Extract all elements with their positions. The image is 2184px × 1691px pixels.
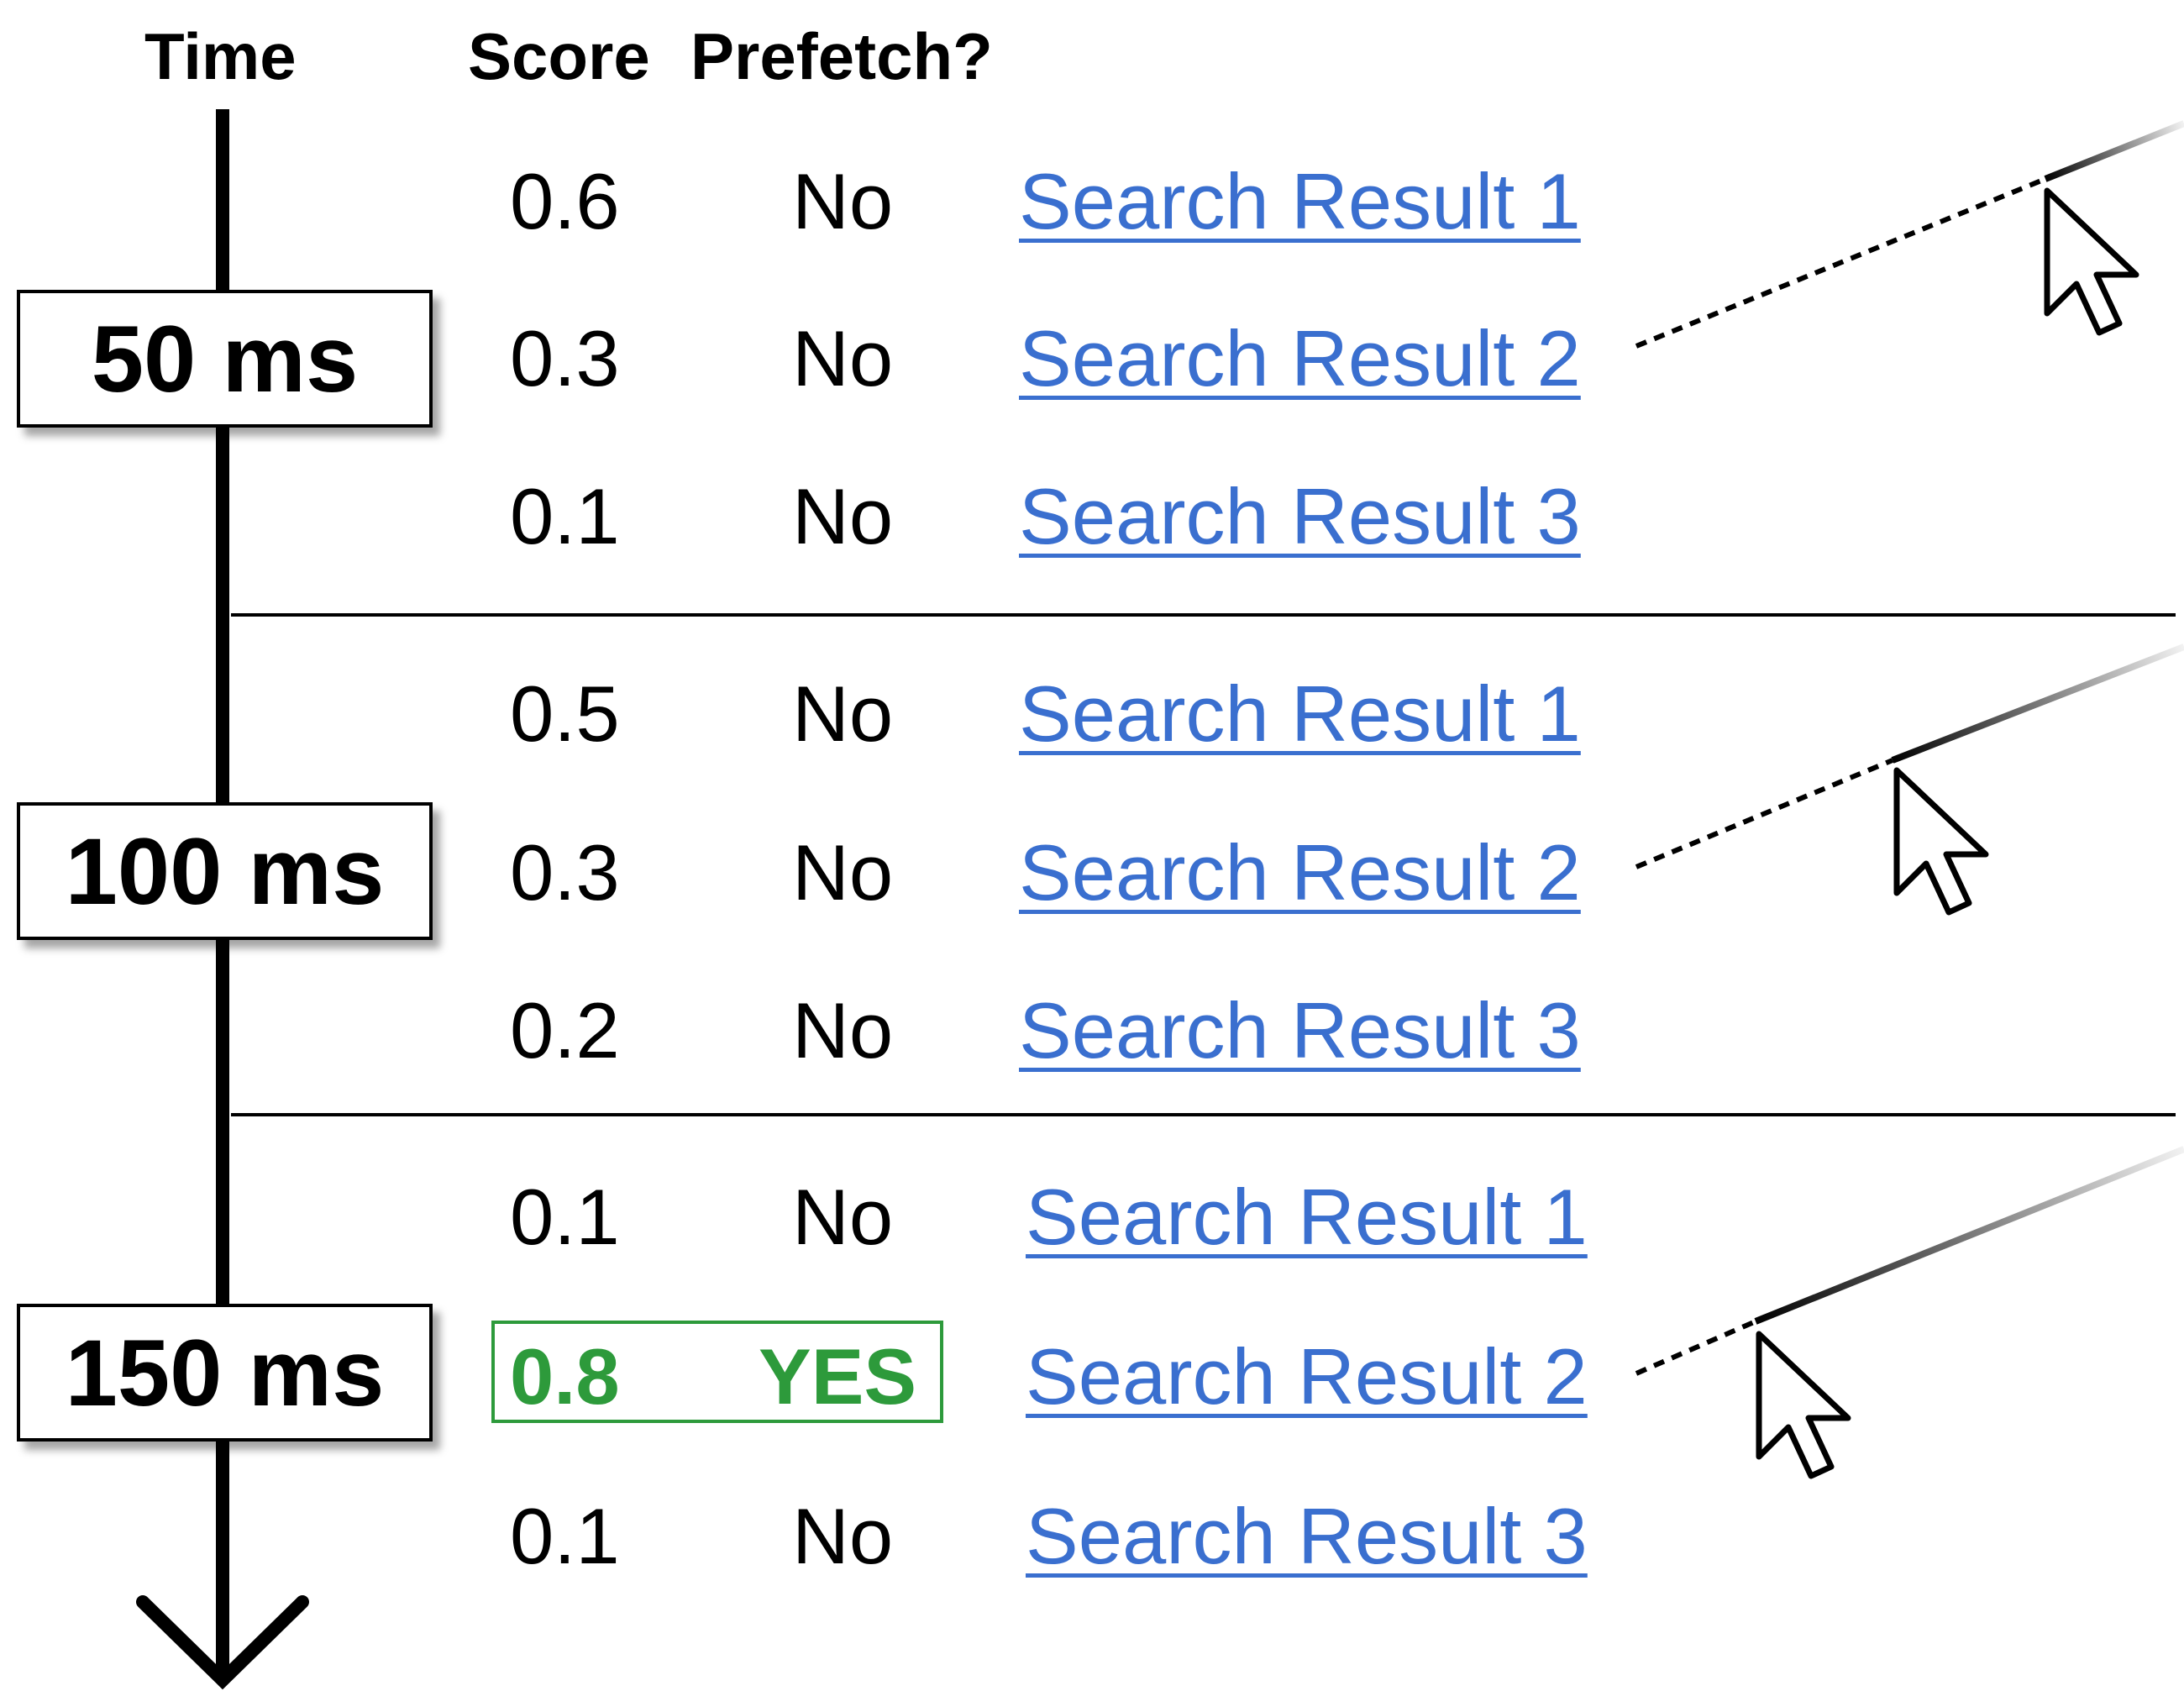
prefetch-value: No bbox=[792, 986, 894, 1074]
prefetch-value: No bbox=[792, 1492, 894, 1580]
score-value: 0.2 bbox=[510, 986, 620, 1074]
prefetch-value: No bbox=[792, 670, 894, 758]
prefetch-value-highlighted: YES bbox=[759, 1332, 917, 1421]
search-result-link[interactable]: Search Result 2 bbox=[1019, 314, 1581, 402]
cursor-path bbox=[1635, 1146, 2184, 1479]
score-column-header: Score bbox=[468, 19, 650, 93]
prefetch-value: No bbox=[792, 157, 894, 245]
score-value: 0.5 bbox=[510, 670, 620, 758]
time-label-150ms: 150 ms bbox=[17, 1304, 433, 1442]
mouse-pointer-icon bbox=[1756, 1331, 1851, 1479]
search-result-link[interactable]: Search Result 2 bbox=[1026, 1332, 1588, 1421]
prefetch-value: No bbox=[792, 314, 894, 402]
cursor-path bbox=[1635, 120, 2184, 349]
prefetch-highlight-box bbox=[491, 1321, 943, 1423]
prefetch-column-header: Prefetch? bbox=[690, 19, 993, 93]
prefetch-value: No bbox=[792, 472, 894, 560]
time-column-header: Time bbox=[144, 19, 297, 93]
search-result-link[interactable]: Search Result 1 bbox=[1019, 157, 1581, 245]
search-result-link[interactable]: Search Result 3 bbox=[1019, 472, 1581, 560]
score-value: 0.1 bbox=[510, 472, 620, 560]
score-value-highlighted: 0.8 bbox=[510, 1332, 620, 1421]
mouse-pointer-icon bbox=[2044, 187, 2139, 336]
search-result-link[interactable]: Search Result 3 bbox=[1026, 1492, 1588, 1580]
time-label-100ms: 100 ms bbox=[17, 802, 433, 940]
search-result-link[interactable]: Search Result 1 bbox=[1019, 670, 1581, 758]
search-result-link[interactable]: Search Result 1 bbox=[1026, 1173, 1588, 1261]
search-result-link[interactable]: Search Result 2 bbox=[1019, 828, 1581, 916]
arrow-down-icon bbox=[136, 1595, 309, 1690]
prefetch-value: No bbox=[792, 1173, 894, 1261]
score-value: 0.6 bbox=[510, 157, 620, 245]
score-value: 0.3 bbox=[510, 314, 620, 402]
score-value: 0.1 bbox=[510, 1173, 620, 1261]
mouse-pointer-icon bbox=[1893, 767, 1989, 916]
score-value: 0.3 bbox=[510, 828, 620, 916]
search-result-link[interactable]: Search Result 3 bbox=[1019, 986, 1581, 1074]
cursor-path bbox=[1635, 643, 2184, 916]
prefetch-value: No bbox=[792, 828, 894, 916]
score-value: 0.1 bbox=[510, 1492, 620, 1580]
time-label-50ms: 50 ms bbox=[17, 290, 433, 428]
